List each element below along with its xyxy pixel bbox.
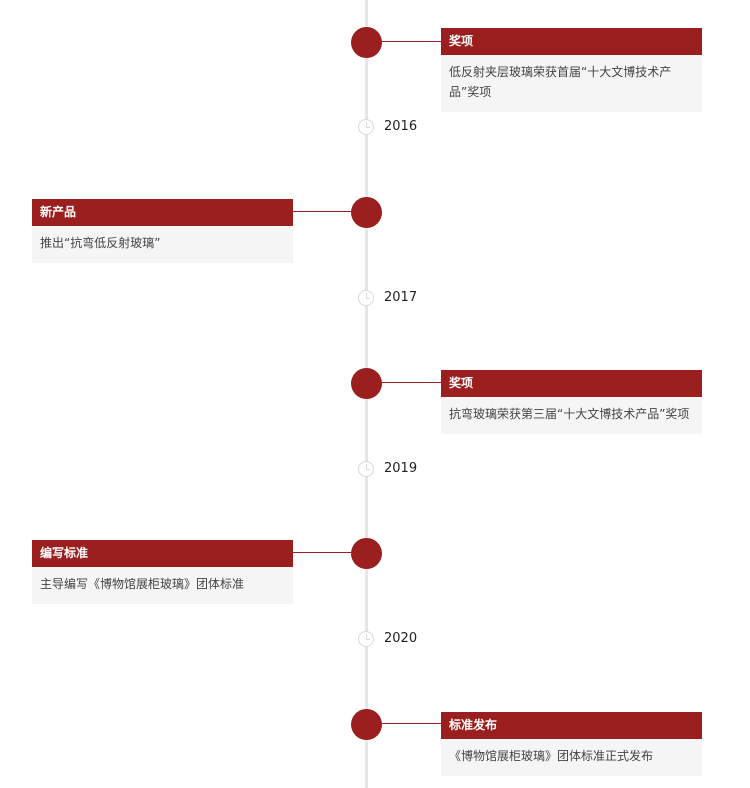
card-description: 抗弯玻璃荣获第三届“十大文博技术产品”奖项 <box>449 407 690 421</box>
timeline-card: 编写标准 主导编写《博物馆展柜玻璃》团体标准 <box>32 540 293 604</box>
clock-icon <box>358 631 374 647</box>
card-description: 主导编写《博物馆展柜玻璃》团体标准 <box>40 577 245 591</box>
card-title: 新产品 <box>32 199 293 226</box>
clock-icon <box>358 119 374 135</box>
event-marker-icon <box>351 368 382 399</box>
event-connector <box>292 552 351 553</box>
event-marker-icon <box>351 27 382 58</box>
timeline-card: 奖项 抗弯玻璃荣获第三届“十大文博技术产品”奖项 <box>441 370 702 434</box>
year-label: 2016 <box>384 119 418 134</box>
event-connector <box>382 41 441 42</box>
card-description: 低反射夹层玻璃荣获首届“十大文博技术产品”奖项 <box>449 65 672 99</box>
timeline-card: 奖项 低反射夹层玻璃荣获首届“十大文博技术产品”奖项 <box>441 28 702 112</box>
event-marker-icon <box>351 709 382 740</box>
card-description: 推出“抗弯低反射玻璃” <box>40 236 161 250</box>
event-marker-icon <box>351 538 382 569</box>
year-label: 2019 <box>384 461 418 476</box>
year-label: 2020 <box>384 631 418 646</box>
event-marker-icon <box>351 197 382 228</box>
event-connector <box>382 382 441 383</box>
timeline-card: 新产品 推出“抗弯低反射玻璃” <box>32 199 293 263</box>
event-connector <box>382 723 441 724</box>
card-title: 编写标准 <box>32 540 293 567</box>
clock-icon <box>358 290 374 306</box>
year-label: 2017 <box>384 290 418 305</box>
card-title: 奖项 <box>441 370 702 397</box>
timeline-card: 标准发布 《博物馆展柜玻璃》团体标准正式发布 <box>441 712 702 776</box>
event-connector <box>292 211 351 212</box>
card-title: 奖项 <box>441 28 702 55</box>
card-description: 《博物馆展柜玻璃》团体标准正式发布 <box>449 749 654 763</box>
clock-icon <box>358 461 374 477</box>
card-title: 标准发布 <box>441 712 702 739</box>
